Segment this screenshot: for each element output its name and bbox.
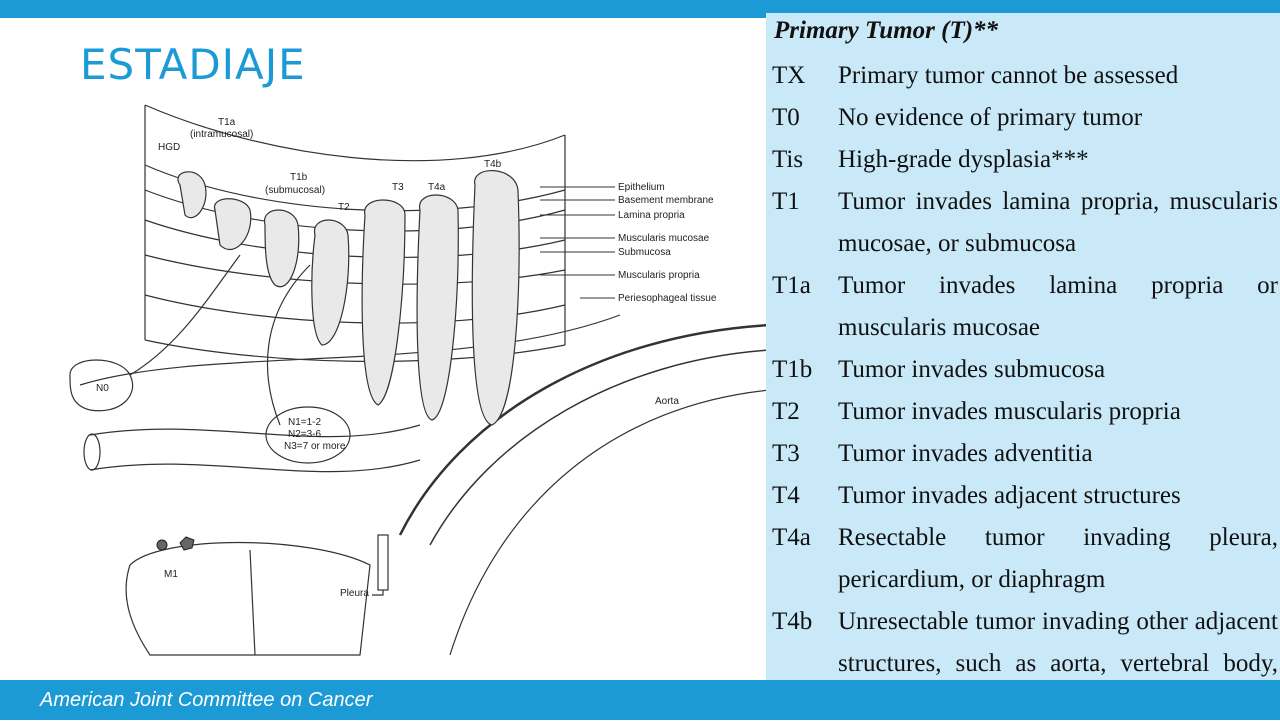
row-desc: No evidence of primary tumor [838, 104, 1143, 131]
row-code: T0 [772, 104, 800, 131]
label-aorta: Aorta [655, 396, 679, 407]
label-t3: T3 [392, 182, 404, 193]
label-intramucosal: (intramucosal) [190, 129, 253, 140]
footer-source: American Joint Committee on Cancer [40, 689, 373, 711]
row-desc: Tumor invades adventitia [838, 440, 1093, 467]
layer-epithelium: Epithelium [618, 182, 665, 193]
label-submucosal: (submucosal) [265, 185, 325, 196]
row-code: T1a [772, 272, 811, 299]
row-desc: Tumor invades muscularis propria [838, 398, 1181, 425]
row-code: Tis [772, 146, 804, 173]
label-t2: T2 [338, 202, 350, 213]
layer-submucosa: Submucosa [618, 247, 671, 258]
row-code: T1 [772, 188, 800, 215]
layer-muscularis-propria: Muscularis propria [618, 270, 700, 281]
layer-muscularis-mucosae: Muscularis mucosae [618, 233, 710, 244]
row-desc: Tumor invades lamina propria, muscularis… [838, 188, 1278, 257]
row-code: T3 [772, 440, 800, 467]
row-desc: Tumor invades adjacent structures [838, 482, 1181, 509]
layer-basement-membrane: Basement membrane [618, 195, 714, 206]
page-title: ESTADIAJE [80, 40, 306, 89]
row-desc: Primary tumor cannot be assessed [838, 62, 1179, 89]
row-code: T2 [772, 398, 800, 425]
row-code: T4 [772, 482, 800, 509]
row-desc: Tumor invades lamina propria or muscular… [838, 272, 1278, 341]
label-m1: M1 [164, 569, 178, 580]
row-desc: High-grade dysplasia*** [838, 146, 1089, 173]
label-n0: N0 [96, 383, 109, 394]
layer-periesophageal-tissue: Periesophageal tissue [618, 293, 717, 304]
label-n2: N2=3-6 [288, 429, 322, 440]
label-hgd: HGD [158, 142, 180, 153]
layer-lamina-propria: Lamina propria [618, 210, 685, 221]
bottom-accent-bar [0, 680, 1280, 720]
label-pleura: Pleura [340, 588, 369, 599]
row-desc: Tumor invades submucosa [838, 356, 1106, 383]
label-t4a: T4a [428, 182, 446, 193]
label-t1b: T1b [290, 172, 308, 183]
row-code: T4a [772, 524, 811, 551]
table-heading: Primary Tumor (T)** [774, 17, 999, 44]
label-t4b: T4b [484, 159, 502, 170]
label-n3: N3=7 or more [284, 441, 346, 452]
primary-tumor-table: Primary Tumor (T)** TX Primary tumor can… [766, 13, 1280, 719]
row-code: TX [772, 62, 806, 89]
staging-diagram: T1a (intramucosal) HGD T1b (submucosal) … [69, 104, 770, 656]
label-t1a: T1a [218, 117, 236, 128]
row-desc: Resectable tumor invading pleura, perica… [838, 524, 1278, 593]
row-code: T4b [772, 608, 813, 635]
row-code: T1b [772, 356, 813, 383]
label-n1: N1=1-2 [288, 417, 322, 428]
